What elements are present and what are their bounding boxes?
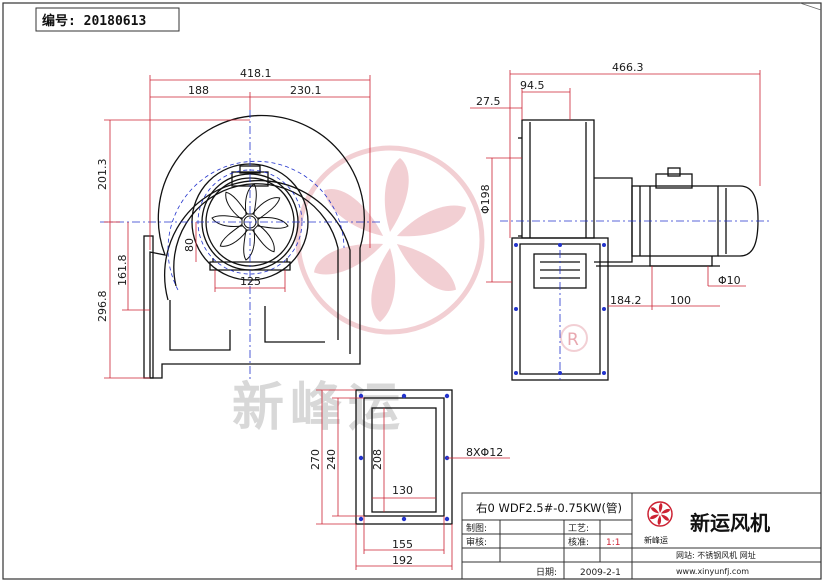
title-brand: 新运风机: [690, 511, 770, 535]
title-model: 右0 WDF2.5#-0.75KW(管): [476, 501, 622, 515]
title-row-process: 工艺:: [568, 523, 589, 534]
title-website: www.xinyunfj.com: [676, 567, 749, 576]
logo-caption: 新峰运: [644, 535, 668, 545]
title-date: 2009-2-1: [580, 568, 621, 578]
dim-front-outlet-height: 161.8: [116, 255, 129, 287]
dim-side-housing-depth: 94.5: [520, 79, 545, 92]
title-block: [461, 492, 822, 580]
dim-flange-outer-h: 270: [309, 449, 322, 470]
brand-logo: [647, 501, 673, 527]
dim-front-total-height: 296.8: [96, 291, 109, 323]
dim-side-base-hole-pitch: 100: [670, 294, 691, 307]
side-view: [511, 119, 759, 381]
dim-front-total-width: 418.1: [240, 67, 272, 80]
front-dimensions: [104, 75, 371, 379]
side-dimensions: [470, 70, 761, 310]
title-website-label: 网站: 不锈钢风机 网址: [676, 550, 756, 560]
title-scale: 1:1: [606, 538, 620, 548]
dim-side-total-width: 466.3: [612, 61, 644, 74]
corner-mark: [799, 2, 822, 11]
title-date-label: 日期:: [536, 567, 557, 578]
title-row-approve: 核准:: [568, 536, 589, 548]
dim-front-height-top: 201.3: [96, 159, 109, 191]
side-centerlines: [500, 220, 770, 380]
drawing-code: 编号: 20180613: [42, 13, 146, 29]
title-row-review: 审核:: [466, 536, 487, 548]
dim-side-offset: 27.5: [476, 95, 501, 108]
dim-side-hole-dia: Φ10: [718, 274, 741, 287]
dim-flange-mid-w: 155: [392, 538, 413, 551]
flange-holes: [358, 243, 606, 522]
flange-dimensions: [316, 389, 510, 570]
code-box: [35, 7, 180, 32]
front-centerlines: [100, 110, 380, 380]
dim-front-left-width: 188: [188, 84, 209, 97]
dim-flange-outer-w: 192: [392, 554, 413, 567]
watermark-registered: R: [567, 330, 579, 350]
dim-flange-holes: 8XΦ12: [466, 446, 503, 459]
title-row-draw: 制图:: [466, 522, 487, 534]
dim-front-right-width: 230.1: [290, 84, 322, 97]
dim-flange-hole-w: 130: [392, 484, 413, 497]
dim-flange-inner-h: 240: [325, 449, 338, 470]
watermark-logo: [295, 145, 588, 352]
dim-inlet-height: 80: [183, 238, 196, 252]
dim-inlet-width: 125: [240, 275, 261, 288]
dim-side-base-len: 184.2: [610, 294, 642, 307]
dim-side-inlet-dia: Φ198: [479, 184, 492, 214]
front-view: [143, 114, 365, 379]
dim-flange-hole-h: 208: [371, 449, 384, 470]
